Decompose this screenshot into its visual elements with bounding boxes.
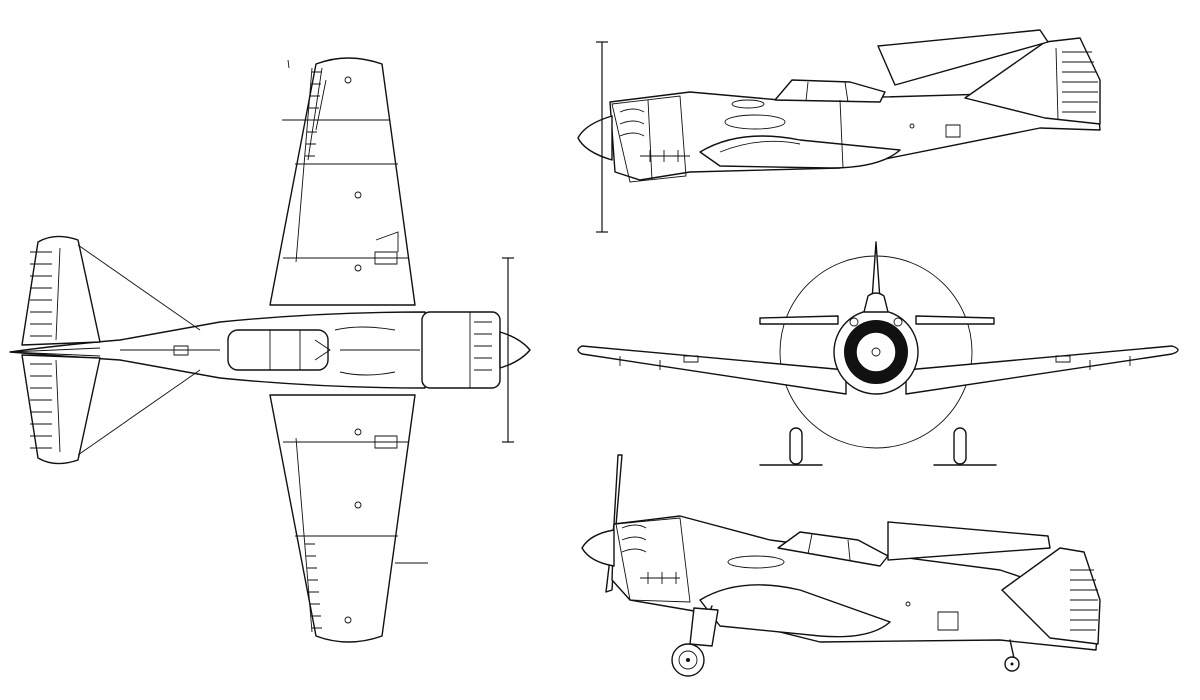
ground-canopy (778, 532, 888, 566)
ground-wing (700, 585, 890, 637)
side-spinner (578, 116, 612, 160)
plan-tail-upper (22, 236, 100, 345)
lower-slat-hatch (305, 544, 322, 628)
side-canopy (775, 80, 885, 102)
plan-upper-wing (270, 58, 415, 305)
front-fin (872, 242, 880, 300)
plan-tail-lower (22, 355, 100, 464)
side-view (578, 30, 1100, 232)
plan-engine-cowling (422, 312, 500, 388)
front-left-wing (578, 346, 846, 394)
front-right-gear (954, 428, 966, 464)
side-wing (700, 136, 900, 168)
ground-stabilizer (888, 522, 1050, 560)
plan-lower-wing (270, 395, 415, 642)
upper-slat-hatch (305, 72, 322, 156)
front-view (578, 242, 1178, 465)
front-left-gear (790, 428, 802, 464)
side-view-ground (582, 455, 1100, 676)
front-right-wing (906, 346, 1178, 394)
plan-spinner (500, 332, 530, 368)
ground-main-gear-door (690, 608, 718, 646)
plan-cockpit (228, 330, 328, 370)
side-stabilizer (878, 30, 1048, 85)
plan-view (10, 58, 530, 642)
